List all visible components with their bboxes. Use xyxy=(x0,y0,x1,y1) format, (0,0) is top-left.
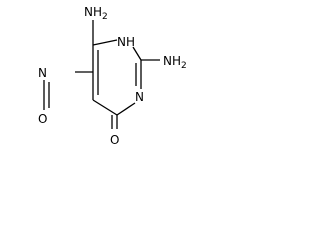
bond-c4-c5 xyxy=(92,99,118,116)
nitroso-o-label: O xyxy=(38,112,47,126)
structure-diagram: NH2 NH NH2 N N O O xyxy=(0,0,209,155)
carbonyl-o-label: O xyxy=(110,133,119,147)
bond-n3-c4 xyxy=(116,102,136,116)
amino-right-label: NH2 xyxy=(163,54,187,71)
bond-c6-n1 xyxy=(92,39,118,46)
ring-nh-label: NH xyxy=(117,35,135,49)
amino-top-label: NH2 xyxy=(84,5,108,22)
nitroso-n-label: N xyxy=(38,66,47,80)
bond-n1-c2 xyxy=(132,46,142,61)
ring-n-label: N xyxy=(135,90,144,104)
molecule-drawing: NH2 NH NH2 N N O O xyxy=(38,5,187,147)
